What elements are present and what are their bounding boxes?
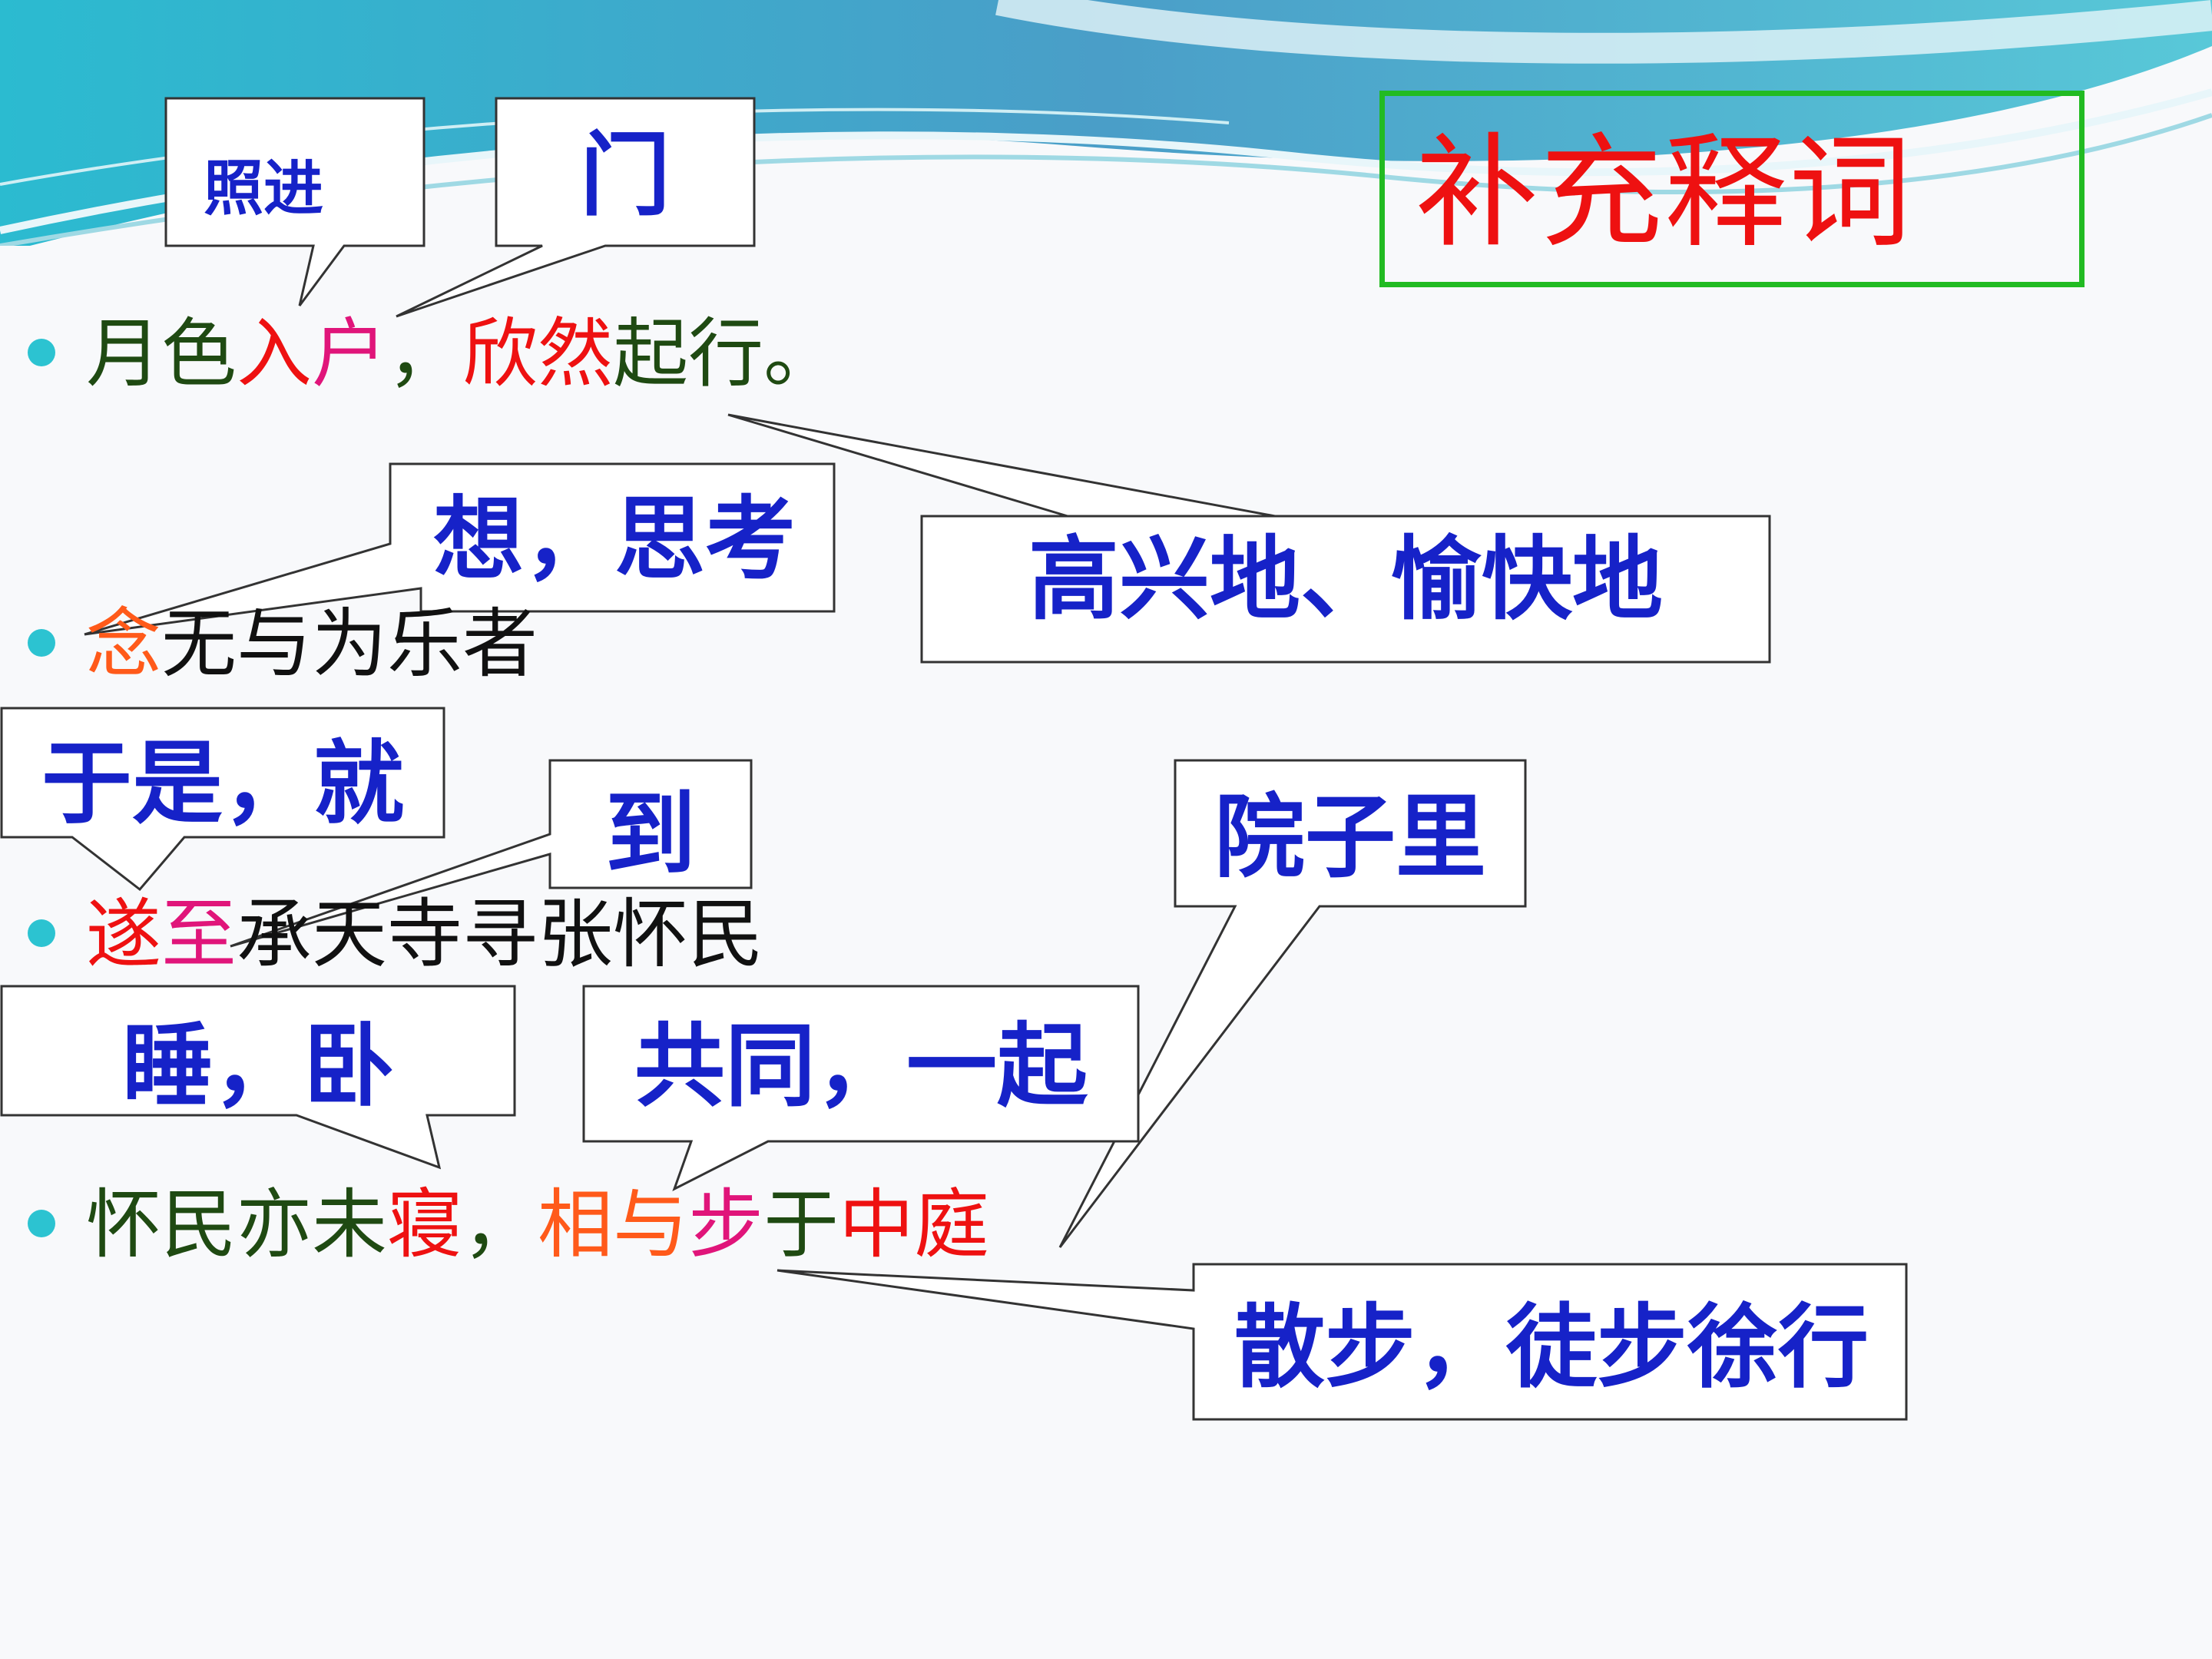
callout-men-shape: [396, 97, 756, 318]
callout-yuanzi-text: 院子里: [1214, 783, 1486, 890]
callout-dao-shape: [230, 759, 753, 948]
callout-gongtong-shape: [582, 985, 1140, 1192]
text-segment: 起行。: [613, 310, 839, 398]
text-segment: 念: [86, 601, 162, 688]
callout-men-text: 门: [579, 121, 671, 228]
callout-zhaojin-shape: [164, 97, 426, 306]
text-segment: ，: [387, 310, 463, 398]
callout-sanbu-text: 散步，徒步徐行: [1233, 1293, 1869, 1400]
callout-shui-text: 睡，卧: [121, 1012, 394, 1119]
callout-zhaojin-text: 照进: [203, 154, 323, 224]
text-segment: 步: [688, 1181, 764, 1269]
title-box: 补充释词: [1379, 91, 2085, 287]
text-segment: 遂: [86, 891, 162, 979]
text-segment: 承天寺寻张怀民: [237, 891, 764, 979]
callout-xiang-text: 想，思考: [432, 485, 796, 592]
slide-title: 补充释词: [1416, 121, 1914, 264]
text-segment: 于: [763, 1181, 839, 1269]
text-segment: 无与为乐者: [161, 601, 538, 688]
callout-gongtong-text: 共同，一起: [634, 1012, 1088, 1119]
text-line-4: 怀民亦未寝，相与步于中庭: [28, 1183, 989, 1267]
callout-yushi-text: 于是，就: [41, 730, 404, 836]
callout-yuanzi-shape: [1058, 759, 1527, 1248]
text-segment: 欣然: [462, 310, 614, 398]
text-segment: 户: [312, 310, 388, 398]
bullet-dot: [28, 919, 55, 947]
callout-gaoxing-text: 高兴地、愉快地: [1028, 525, 1663, 632]
callout-xiang-shape: [84, 462, 836, 636]
text-segment: 至: [161, 891, 237, 979]
text-line-1: 月色入户，欣然起行。: [28, 312, 839, 396]
callout-shui-shape: [0, 985, 516, 1170]
text-segment: 月色: [86, 310, 237, 398]
text-line-3: 遂至承天寺寻张怀民: [28, 892, 763, 977]
text-segment: ，: [462, 1181, 538, 1269]
bullet-dot: [28, 338, 55, 366]
bullet-dot: [28, 628, 55, 657]
callout-gaoxing-shape: [727, 413, 1771, 664]
text-segment: 寝: [387, 1181, 463, 1269]
text-segment: 怀民亦未: [86, 1181, 388, 1269]
callout-dao-text: 到: [604, 780, 696, 887]
callout-yushi-shape: [0, 707, 445, 892]
text-segment: 入: [237, 310, 313, 398]
text-segment: 相与: [538, 1181, 689, 1269]
text-line-2: 念无与为乐者: [28, 602, 538, 687]
bullet-dot: [28, 1209, 55, 1237]
callout-sanbu-shape: [777, 1263, 1908, 1421]
text-segment: 中庭: [839, 1181, 990, 1269]
